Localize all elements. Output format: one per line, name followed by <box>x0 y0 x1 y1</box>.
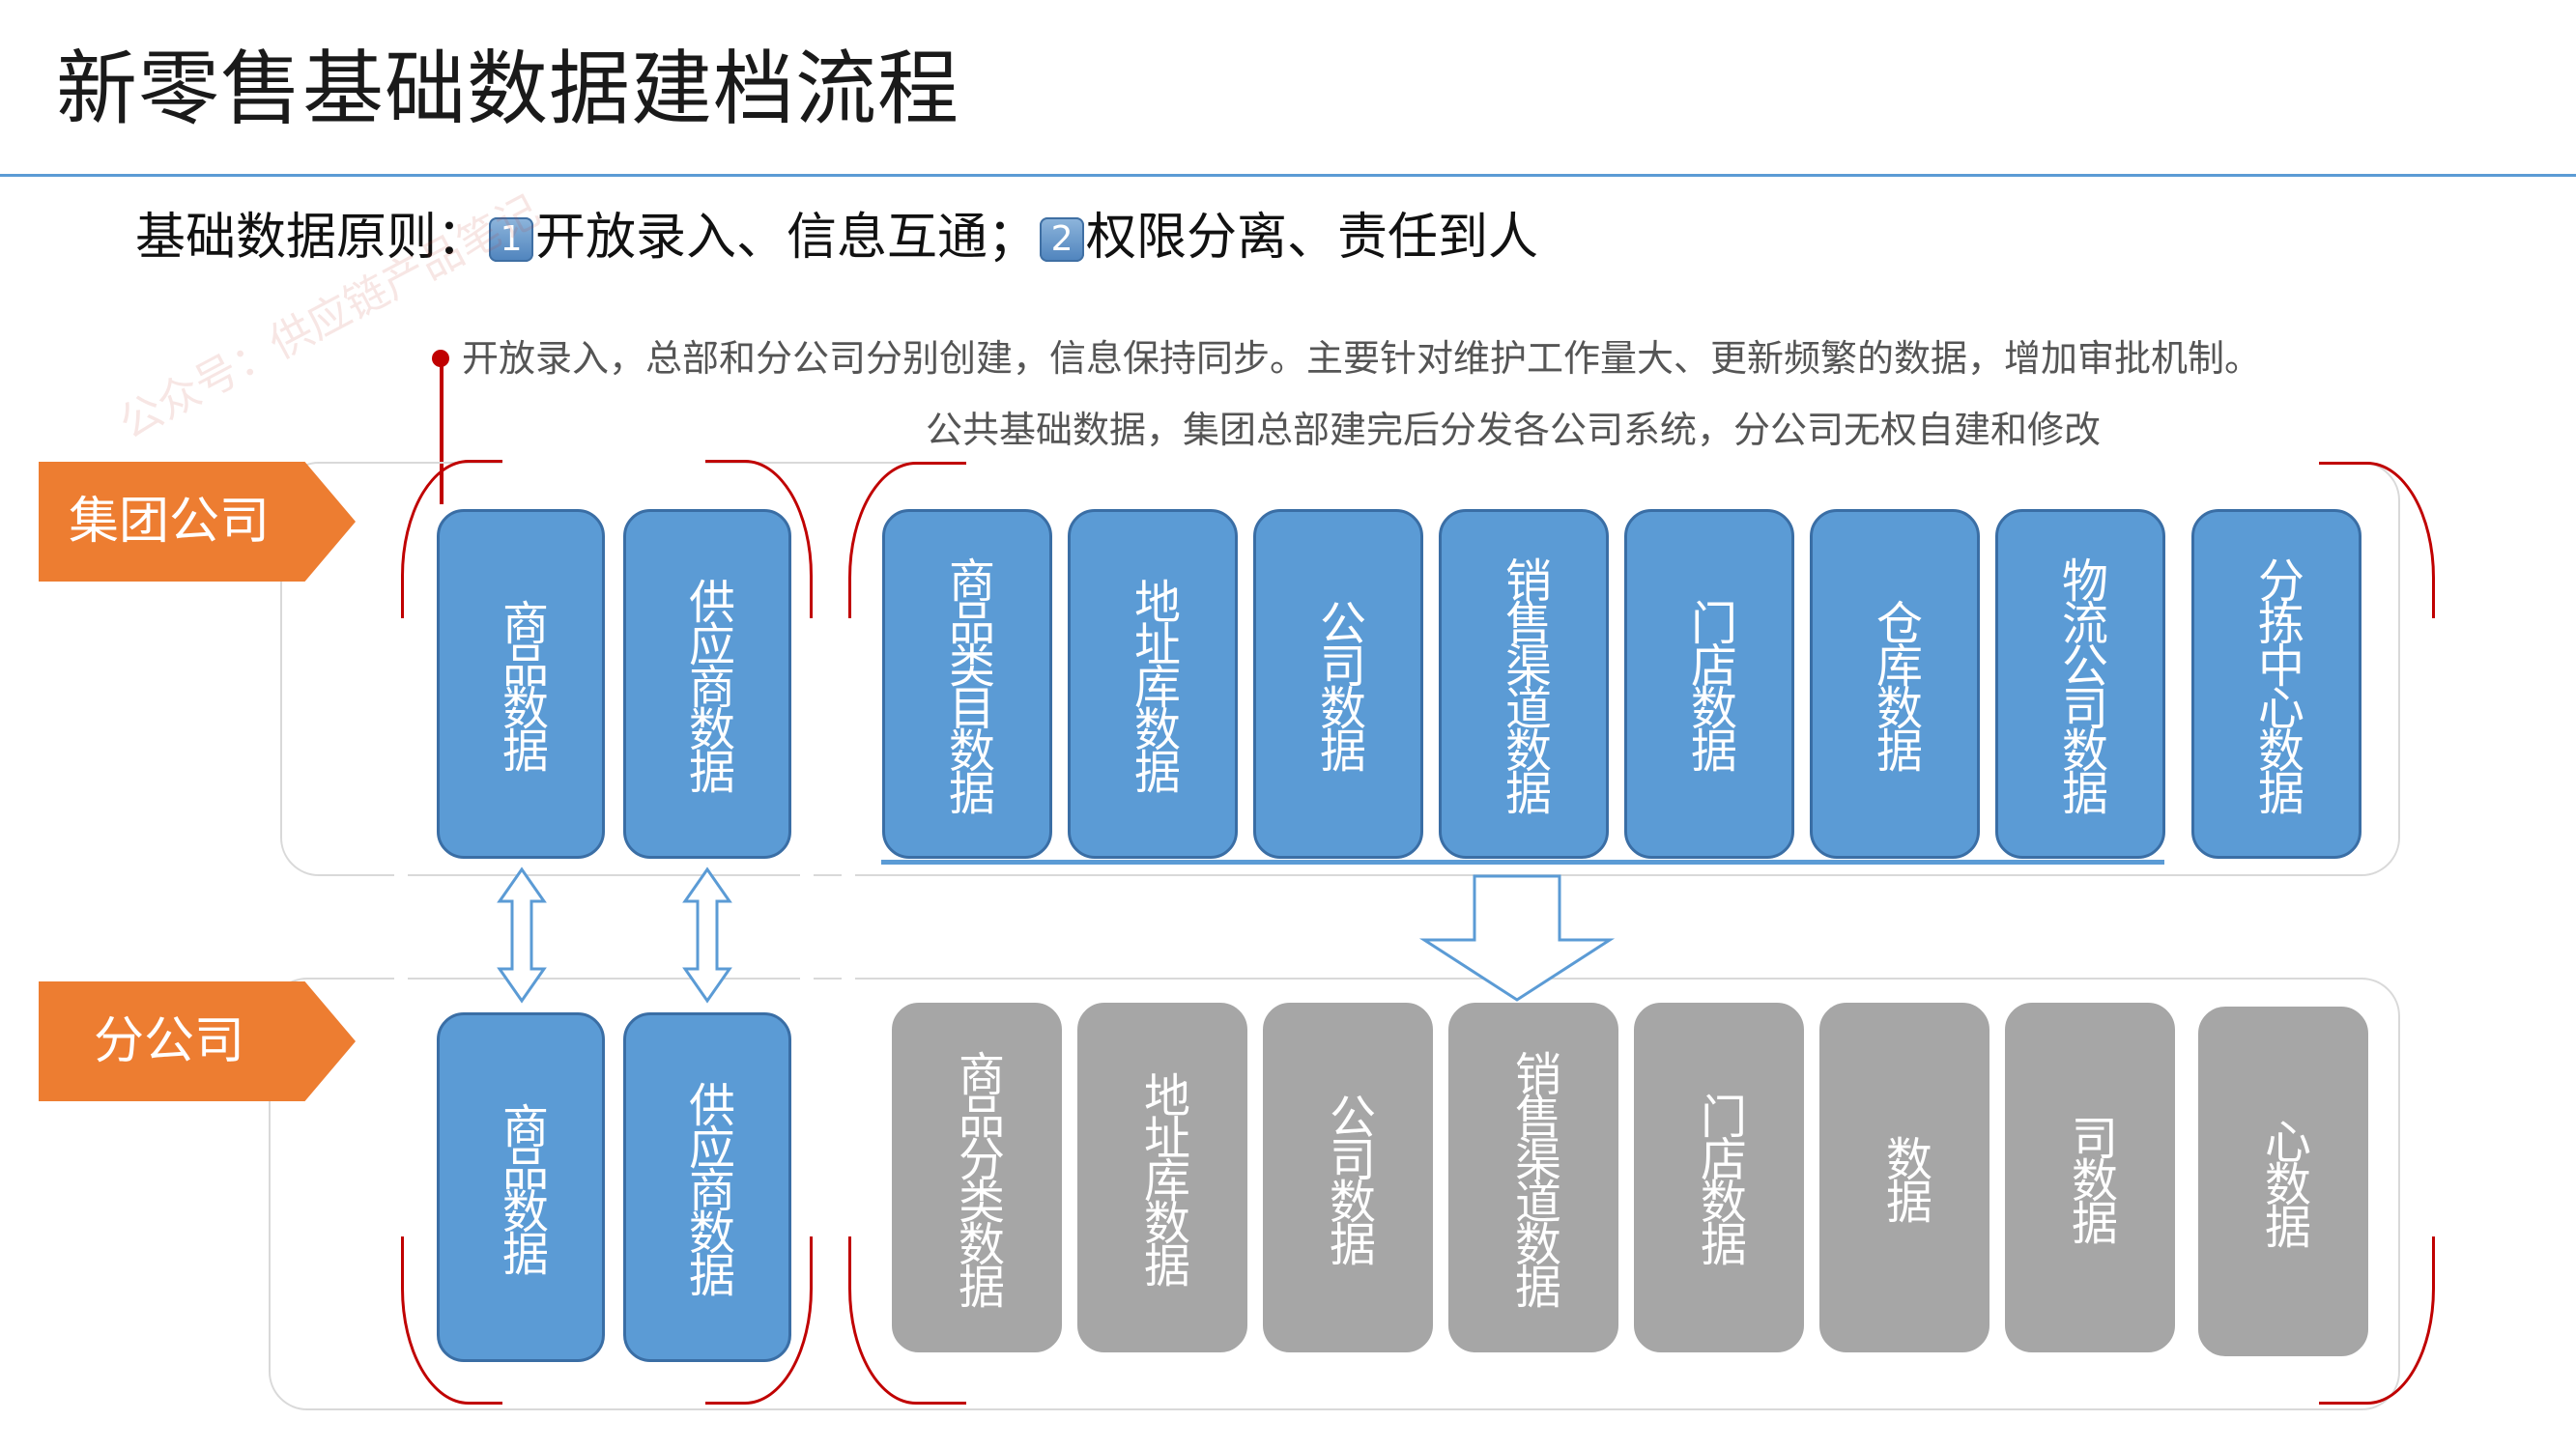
hq-public-box: 销售渠道数据 <box>1439 509 1609 859</box>
hq-public-box: 分拣中心数据 <box>2191 509 2361 859</box>
box-label: 物流公司数据 <box>2053 556 2107 811</box>
branch-public-box: 商品分类数据 <box>892 1003 1062 1352</box>
bracket-gap <box>966 1391 2319 1405</box>
principle-text-1: 开放录入、信息互通； <box>535 209 1039 267</box>
branch-label-text: 分公司 <box>93 1012 244 1070</box>
box-label: 供应商数据 <box>680 578 734 790</box>
box-label: 销售渠道数据 <box>1506 1050 1560 1305</box>
box-label: 心数据 <box>2256 1118 2310 1245</box>
hq-public-box: 地址库数据 <box>1068 509 1238 859</box>
box-label: 商品数据 <box>494 1102 548 1272</box>
box-label: 商品类目数据 <box>940 556 994 811</box>
branch-supplier-data-box: 供应商数据 <box>623 1012 791 1362</box>
hq-label-text: 集团公司 <box>68 493 270 551</box>
number-badge-2: 2 <box>1040 217 1085 262</box>
box-label: 数据 <box>1877 1135 1932 1220</box>
branch-label: 分公司 <box>39 981 356 1101</box>
hq-public-box: 物流公司数据 <box>1995 509 2165 859</box>
hq-public-box: 仓库数据 <box>1810 509 1980 859</box>
box-label: 仓库数据 <box>1868 599 1922 769</box>
branch-public-box: 地址库数据 <box>1077 1003 1247 1352</box>
hq-supplier-data-box: 供应商数据 <box>623 509 791 859</box>
sync-double-arrow-icon <box>497 867 547 1004</box>
bracket-gap <box>394 618 408 1236</box>
hq-public-box: 商品类目数据 <box>882 509 1052 859</box>
box-label: 司数据 <box>2063 1114 2117 1241</box>
branch-panel <box>269 978 2400 1410</box>
public-data-note: 公共基础数据，集团总部建完后分发各公司系统，分公司无权自建和修改 <box>926 409 2102 451</box>
distribute-down-arrow-icon <box>1418 874 1616 1002</box>
principle-prefix: 基础数据原则： <box>135 209 488 267</box>
branch-public-box: 销售渠道数据 <box>1448 1003 1618 1352</box>
box-label: 公司数据 <box>1321 1093 1375 1263</box>
bracket-gap <box>502 1391 705 1405</box>
branch-public-box: 心数据 <box>2198 1007 2368 1356</box>
page-title: 新零售基础数据建档流程 <box>56 42 960 136</box>
hq-product-data-box: 商品数据 <box>437 509 605 859</box>
principle-text-2: 权限分离、责任到人 <box>1086 209 1539 267</box>
box-label: 供应商数据 <box>680 1081 734 1293</box>
box-label: 销售渠道数据 <box>1497 556 1551 811</box>
branch-public-box: 数据 <box>1819 1003 1989 1352</box>
box-label: 商品数据 <box>494 599 548 769</box>
callout-connector <box>440 359 444 504</box>
hq-label: 集团公司 <box>39 462 356 582</box>
box-label: 公司数据 <box>1311 599 1365 769</box>
box-label: 地址库数据 <box>1135 1071 1189 1284</box>
bracket-gap <box>2422 618 2436 1236</box>
bracket-gap <box>800 618 814 1236</box>
branch-product-data-box: 商品数据 <box>437 1012 605 1362</box>
hq-public-box: 公司数据 <box>1253 509 1423 859</box>
hq-public-underline <box>881 860 2164 865</box>
box-label: 商品分类数据 <box>950 1050 1004 1305</box>
box-label: 门店数据 <box>1692 1093 1746 1263</box>
open-entry-note: 开放录入，总部和分公司分别创建，信息保持同步。主要针对维护工作量大、更新频繁的数… <box>462 337 2262 380</box>
branch-public-box: 公司数据 <box>1263 1003 1433 1352</box>
callout-dot <box>432 350 449 367</box>
title-divider <box>0 174 2576 177</box>
sync-double-arrow-icon <box>682 867 732 1004</box>
box-label: 分拣中心数据 <box>2249 556 2304 811</box>
bracket-gap <box>502 454 705 468</box>
branch-public-box: 门店数据 <box>1634 1003 1804 1352</box>
bracket-gap <box>842 618 855 1236</box>
box-label: 门店数据 <box>1682 599 1736 769</box>
box-label: 地址库数据 <box>1126 578 1180 790</box>
bracket-gap <box>966 454 2319 468</box>
hq-public-box: 门店数据 <box>1624 509 1794 859</box>
number-badge-1: 1 <box>489 217 534 262</box>
branch-public-box: 司数据 <box>2005 1003 2175 1352</box>
